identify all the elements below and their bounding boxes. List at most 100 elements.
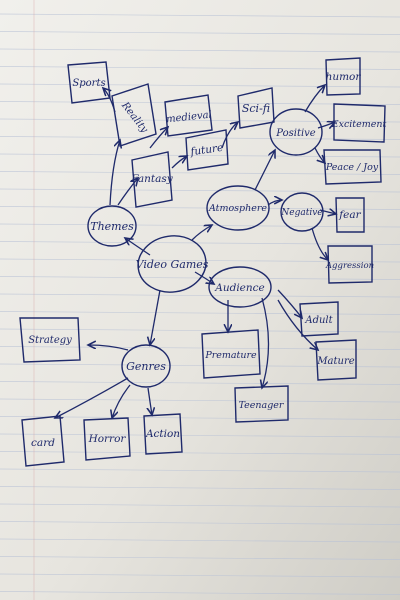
node-themes-label: Themes (90, 220, 134, 233)
ruled-line (0, 223, 400, 228)
node-strategy: Strategy (19, 317, 81, 363)
node-center-label: Video Games (136, 258, 209, 271)
ruled-line (0, 538, 400, 543)
node-scifi: Sci-fi (237, 87, 275, 129)
connector-future-scifi (221, 122, 238, 149)
connector-audience-mature (277, 299, 318, 350)
ruled-line (0, 521, 400, 525)
node-audience: Audience (208, 266, 272, 308)
node-fear: fear (335, 197, 365, 233)
connector-center-genres (150, 289, 161, 345)
connector-genres-card (55, 377, 129, 418)
node-aggression: Aggression (325, 245, 374, 284)
ruled-line (0, 573, 400, 578)
node-genres: Genres (121, 344, 171, 388)
connector-positive-humor (304, 85, 325, 113)
node-fantasy: Fantasy (130, 151, 174, 208)
node-action-label: Action (145, 428, 180, 440)
node-humor-label: humor (326, 71, 362, 83)
ruled-line (0, 188, 400, 193)
ruled-line (0, 468, 400, 473)
node-teenager: Teenager (234, 385, 289, 423)
connector-atmosphere-positive (254, 150, 275, 191)
node-medieval-label: medieval (166, 110, 213, 126)
ruled-line (0, 153, 400, 158)
node-fear-label: fear (338, 209, 361, 221)
node-atmosphere-label: Atmosphere (208, 203, 267, 214)
node-medieval: medieval (164, 94, 213, 137)
node-action: Action (143, 413, 183, 455)
connector-center-atmosphere (191, 225, 212, 241)
connector-fantasy-future (171, 156, 187, 169)
node-sports-label: Sports (72, 78, 105, 89)
ruled-line (0, 293, 400, 298)
node-teenager-label: Teenager (239, 400, 285, 411)
ruled-line (0, 328, 400, 333)
node-humor: humor (325, 57, 362, 96)
node-negative: Negative (280, 192, 324, 232)
node-card: card (21, 415, 65, 467)
ruled-line (0, 363, 400, 368)
ruled-line (0, 503, 400, 508)
node-strategy-label: Strategy (28, 335, 72, 346)
ruled-line (0, 48, 400, 53)
ruled-line (0, 311, 400, 315)
connector-center-audience (194, 271, 214, 284)
node-adult: Adult (299, 301, 339, 337)
connector-negative-fear (319, 210, 336, 214)
node-future: future (185, 129, 229, 171)
ruled-line (0, 416, 400, 420)
node-mature: Mature (315, 339, 357, 381)
node-audience-label: Audience (214, 282, 265, 294)
ruled-line (0, 171, 400, 175)
node-center: Video Games (136, 235, 209, 293)
node-card-label: card (31, 437, 55, 449)
connector-lines (55, 85, 336, 418)
node-mature-label: Mature (316, 356, 354, 367)
connector-center-themes (125, 238, 151, 256)
connector-genres-action (148, 387, 152, 415)
node-positive: Positive (269, 108, 323, 156)
ruled-line (0, 433, 400, 438)
ruled-line (0, 241, 400, 245)
node-excitement: Excitement (331, 103, 387, 143)
ruled-line (0, 258, 400, 263)
ruled-line (0, 556, 400, 560)
node-horror: Horror (83, 417, 131, 461)
connector-audience-teenager (262, 297, 270, 388)
node-themes: Themes (87, 205, 137, 247)
node-peace-joy-label: Peace / Joy (325, 162, 379, 173)
ruled-line (0, 31, 400, 35)
ruled-line (0, 83, 400, 88)
node-fantasy-label: Fantasy (130, 173, 173, 185)
node-negative-label: Negative (280, 208, 322, 218)
node-scifi-label: Sci-fi (242, 102, 270, 115)
ruled-line (0, 381, 400, 385)
ruled-line (0, 451, 400, 455)
connector-themes-reality (109, 140, 120, 206)
ruled-lines (0, 13, 400, 595)
ruled-line (0, 398, 400, 403)
node-positive-label: Positive (275, 128, 316, 139)
node-peace-joy: Peace / Joy (323, 149, 382, 185)
ruled-line (0, 66, 400, 70)
ruled-line (0, 13, 400, 18)
node-premature-label: Premature (204, 350, 257, 361)
ruled-line (0, 591, 400, 595)
node-adult-label: Adult (304, 315, 333, 326)
node-future-label: future (189, 142, 224, 159)
connector-negative-aggression (311, 227, 328, 260)
ruled-line (0, 346, 400, 350)
ruled-line (0, 486, 400, 490)
node-excitement-label: Excitement (331, 119, 387, 130)
node-horror-label: Horror (88, 433, 127, 445)
connector-genres-strategy (88, 345, 129, 351)
node-premature: Premature (201, 329, 261, 379)
node-genres-label: Genres (126, 360, 166, 373)
connector-themes-fantasy (117, 178, 138, 206)
node-sports: Sports (67, 61, 111, 104)
node-aggression-label: Aggression (325, 261, 374, 271)
connector-genres-horror (112, 384, 131, 418)
